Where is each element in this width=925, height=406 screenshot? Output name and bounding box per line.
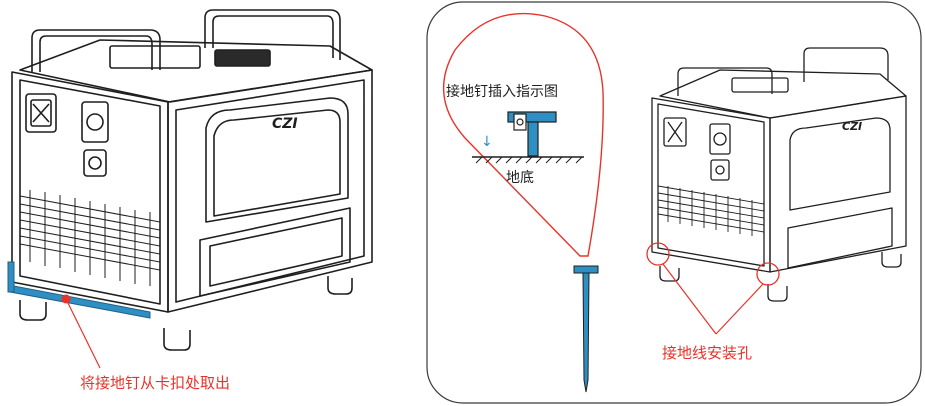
right-foot-3 xyxy=(882,252,901,267)
right-port xyxy=(710,124,730,154)
left-foot-1 xyxy=(20,300,46,320)
right-foot-2 xyxy=(768,284,787,301)
left-top-surface xyxy=(20,40,372,102)
right-caption: 接地线安装孔 xyxy=(662,344,752,362)
left-caption: 将接地钉从卡扣处取出 xyxy=(80,374,230,392)
inset-ground-label: 地底 xyxy=(506,170,534,186)
left-foot-3 xyxy=(328,276,352,294)
right-vent-grille xyxy=(658,186,764,236)
left-ground-spike-head xyxy=(8,262,14,292)
inset-arrow: ↓ xyxy=(481,134,493,150)
brand-logo-right: CZI xyxy=(842,120,862,133)
right-leader-line-1 xyxy=(663,264,716,334)
right-leader-line-2 xyxy=(716,284,763,334)
left-ground-spike xyxy=(10,286,150,318)
left-leader-line xyxy=(66,299,100,368)
ground-spike xyxy=(574,266,598,392)
left-vent-grille xyxy=(20,190,160,286)
inset-title: 接地钉插入指示图 xyxy=(446,83,558,100)
generator-right: CZI xyxy=(652,48,906,301)
inset-callout-bubble xyxy=(444,14,604,256)
right-handle-back xyxy=(804,48,888,82)
left-front-face xyxy=(12,72,168,312)
brand-logo-left: CZI xyxy=(272,116,298,132)
mounting-hole-highlight-2 xyxy=(757,263,779,285)
left-port xyxy=(82,102,108,142)
left-foot-2 xyxy=(164,328,190,350)
